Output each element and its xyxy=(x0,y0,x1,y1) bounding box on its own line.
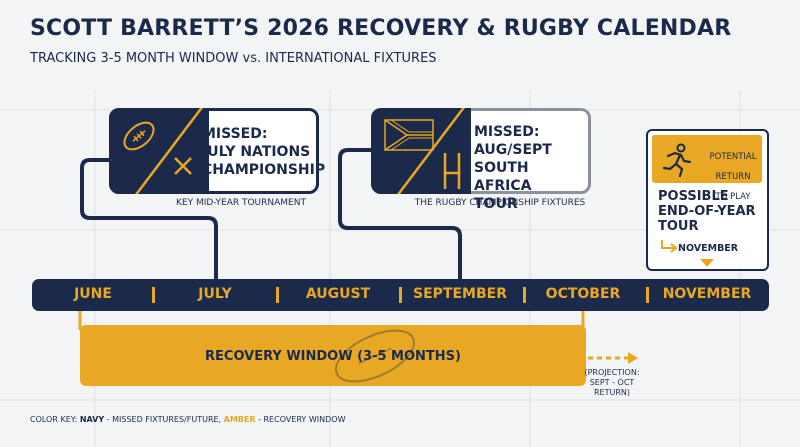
projection-line-2: SEPT - OCT xyxy=(589,378,635,387)
potential-return-card: POTENTIAL RETURN TO PLAY POSSIBLE END-OF… xyxy=(646,129,769,271)
month-june: JUNE xyxy=(74,286,112,302)
fixture-card-july: MISSED: JULY NATIONS CHAMPIONSHIP xyxy=(109,108,326,194)
fixture-july-caption: KEY MID-YEAR TOURNAMENT xyxy=(176,198,306,208)
fixture-july-status: MISSED: xyxy=(202,126,268,142)
color-key-navy: NAVY xyxy=(79,415,105,424)
fixture-july-name-1: JULY NATIONS xyxy=(202,144,311,160)
projection-line-1: (PROJECTION: xyxy=(584,368,640,377)
month-divider xyxy=(646,287,649,303)
potential-line-3: TO PLAY xyxy=(715,192,751,202)
possible-line-3: TOUR xyxy=(658,219,699,234)
color-key-prefix: COLOR KEY: xyxy=(30,415,78,424)
potential-line-1: POTENTIAL xyxy=(709,152,757,162)
month-divider xyxy=(276,287,279,303)
month-november: NOVEMBER xyxy=(662,286,752,302)
possible-line-2: END-OF-YEAR xyxy=(658,204,756,219)
july-connector xyxy=(80,158,218,281)
projection-note: (PROJECTION: SEPT - OCT RETURN) xyxy=(582,368,642,398)
fixture-card-july-icon-panel xyxy=(109,108,209,194)
fixture-sa-status: MISSED: xyxy=(474,124,540,140)
page-subtitle: TRACKING 3-5 MONTH WINDOW vs. INTERNATIO… xyxy=(30,51,437,66)
rugby-ball-watermark-icon xyxy=(335,329,415,383)
rugby-posts-icon xyxy=(443,153,461,189)
rugby-ball-icon xyxy=(123,121,155,151)
color-key: COLOR KEY: NAVY - MISSED FIXTURES/FUTURE… xyxy=(30,415,345,424)
month-timeline: JUNE JULY AUGUST SEPTEMBER OCTOBER NOVEM… xyxy=(32,279,769,311)
potential-return-badge-text: POTENTIAL RETURN TO PLAY xyxy=(702,142,764,212)
fixture-card-sa-icon-panel xyxy=(371,108,471,194)
projection-arrowhead xyxy=(628,352,638,364)
cross-icon xyxy=(174,157,192,175)
color-key-amber-desc: - RECOVERY WINDOW xyxy=(258,415,346,424)
potential-pointer-icon xyxy=(700,259,714,267)
fixture-july-name-2: CHAMPIONSHIP xyxy=(202,162,326,178)
recovery-window-bar: RECOVERY WINDOW (3-5 MONTHS) xyxy=(80,325,586,386)
recovery-window-label: RECOVERY WINDOW (3-5 MONTHS) xyxy=(205,349,461,364)
projection-line-3: RETURN) xyxy=(593,388,631,397)
possible-tour-headline: POSSIBLE END-OF-YEAR TOUR xyxy=(658,189,768,234)
fixture-card-south-africa: MISSED: AUG/SEPT SOUTH AFRICA TOUR xyxy=(371,108,591,212)
color-key-amber: AMBER xyxy=(223,415,256,424)
fixture-card-sa-text: MISSED: AUG/SEPT SOUTH AFRICA TOUR xyxy=(474,123,589,213)
fixture-card-july-text: MISSED: JULY NATIONS CHAMPIONSHIP xyxy=(202,125,326,179)
possible-line-1: POSSIBLE xyxy=(658,189,729,204)
potential-line-2: RETURN xyxy=(715,172,751,182)
south-africa-flag-icon xyxy=(384,119,434,151)
september-connector xyxy=(338,148,462,281)
potential-return-badge: POTENTIAL RETURN TO PLAY xyxy=(652,135,762,202)
fixture-sa-name-2: SOUTH AFRICA xyxy=(474,160,532,194)
month-september: SEPTEMBER xyxy=(413,286,507,302)
month-august: AUGUST xyxy=(305,286,371,302)
month-divider xyxy=(399,287,402,303)
fixture-sa-name-3: TOUR xyxy=(474,196,518,212)
page-title: SCOTT BARRETT’S 2026 RECOVERY & RUGBY CA… xyxy=(30,16,732,41)
month-july: JULY xyxy=(198,286,232,302)
month-divider xyxy=(152,287,155,303)
fixture-sa-caption: THE RUGBY CHAMPIONSHIP FIXTURES xyxy=(414,198,586,208)
potential-month-label: NOVEMBER xyxy=(678,243,739,254)
month-october: OCTOBER xyxy=(545,286,621,302)
month-divider xyxy=(523,287,526,303)
color-key-navy-desc: - MISSED FIXTURES/FUTURE, xyxy=(106,415,222,424)
running-player-icon xyxy=(662,143,692,177)
corner-arrow-icon xyxy=(661,240,678,253)
fixture-sa-name-1: AUG/SEPT xyxy=(474,142,552,158)
